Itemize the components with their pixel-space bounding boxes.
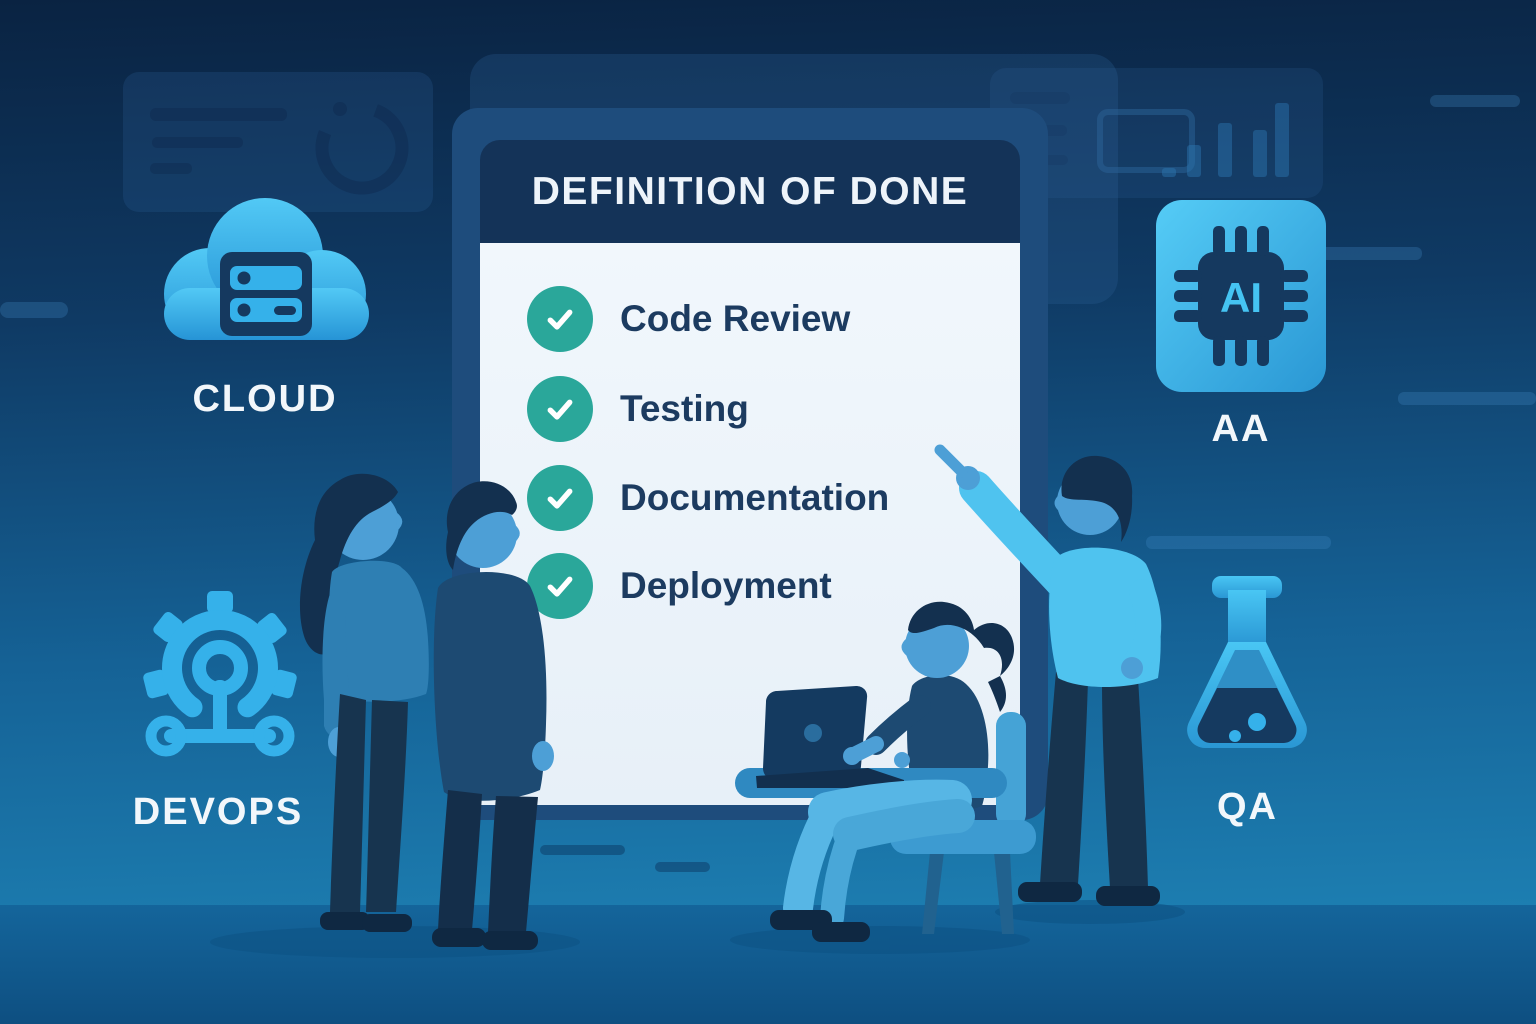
qa-label: QA: [1217, 786, 1278, 828]
chair-leg: [994, 852, 1014, 934]
bg-ui-pills: [0, 95, 1536, 549]
wall-pills: [540, 845, 710, 872]
checklist-item-label: Testing: [620, 388, 749, 429]
devops-label: DEVOPS: [132, 791, 304, 833]
checklist-item: Documentation: [527, 465, 889, 531]
checklist-item-label: Deployment: [620, 565, 832, 606]
flask-liquid: [1197, 688, 1297, 744]
bg-donut-chart-icon: [315, 101, 409, 195]
ground-shadows: [210, 900, 1185, 958]
check-icon: [527, 286, 593, 352]
ai-label: AA: [1211, 408, 1271, 450]
standing-woman-figure: [299, 473, 429, 932]
checklist-item: Testing: [527, 376, 749, 442]
laptop: [756, 686, 904, 788]
check-icon: [527, 376, 593, 442]
chair-back: [996, 712, 1026, 828]
bg-bar-chart-icon: [1162, 103, 1289, 177]
bg-dot: [333, 102, 347, 116]
devops-feature: DEVOPS: [128, 590, 308, 834]
check-icon: [527, 465, 593, 531]
qa-lab-flask-icon: [1187, 576, 1307, 748]
board-title: DEFINITION OF DONE: [531, 169, 969, 213]
seated-woman-figure: [735, 601, 1036, 942]
devops-pipeline-gear-icon: [143, 591, 297, 757]
qa-feature: QA: [1165, 570, 1330, 829]
cloud-feature: CLOUD: [140, 182, 390, 421]
ai-chip-text: AI: [1220, 274, 1262, 321]
check-icon: [527, 553, 593, 619]
chair-leg: [922, 852, 944, 934]
ai-chip-icon: AI: [1156, 200, 1326, 392]
checklist-item: Deployment: [527, 553, 832, 619]
standing-man-figure: [432, 481, 554, 950]
cloud-label: CLOUD: [192, 378, 338, 420]
bg-analytics-card-left: [123, 72, 433, 212]
checklist-item-label: Documentation: [620, 477, 890, 518]
floor: [0, 905, 1536, 1024]
checklist-item: Code Review: [527, 286, 850, 352]
ai-feature: AI AA: [1156, 200, 1326, 451]
cloud-server-icon: [164, 198, 369, 340]
board-header: DEFINITION OF DONE: [480, 140, 1020, 243]
bg-analytics-card-right: [990, 68, 1323, 198]
pointing-man-figure: [934, 444, 1162, 906]
checklist-item-label: Code Review: [620, 298, 851, 339]
